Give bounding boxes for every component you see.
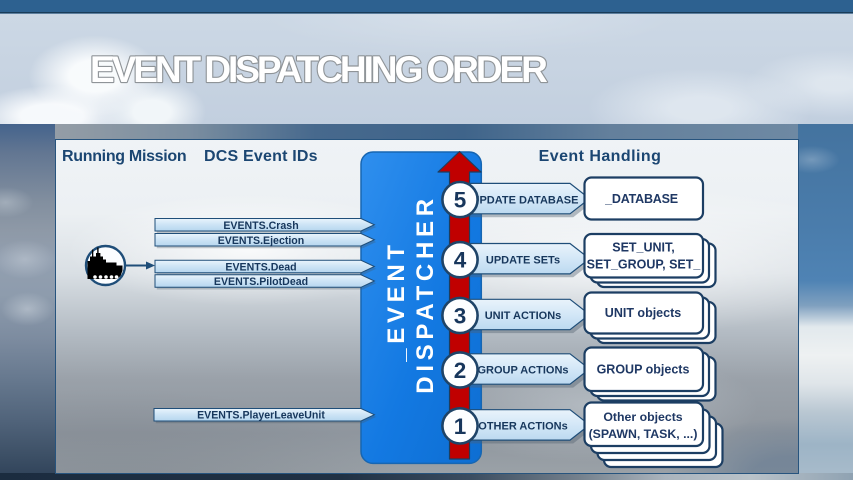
svg-text:2: 2 xyxy=(454,358,467,383)
svg-text:UPDATE DATABASE: UPDATE DATABASE xyxy=(472,194,579,206)
svg-text:Event Handling: Event Handling xyxy=(539,148,662,165)
svg-text:DISPATCHER: DISPATCHER xyxy=(412,194,439,393)
svg-text:3: 3 xyxy=(454,304,467,329)
svg-text:GROUP ACTIONs: GROUP ACTIONs xyxy=(477,365,568,377)
svg-text:UNIT objects: UNIT objects xyxy=(605,306,681,320)
svg-text:EVENTS.Ejection: EVENTS.Ejection xyxy=(218,235,305,247)
svg-text:4: 4 xyxy=(454,248,467,273)
svg-text:_DATABASE: _DATABASE xyxy=(604,192,678,206)
svg-text:SET_GROUP, SET_: SET_GROUP, SET_ xyxy=(587,258,702,272)
svg-text:UPDATE SETs: UPDATE SETs xyxy=(486,254,560,266)
svg-text:EVENT DISPATCHING ORDER: EVENT DISPATCHING ORDER xyxy=(90,49,547,90)
svg-text:EVENTS.Crash: EVENTS.Crash xyxy=(223,220,298,232)
svg-text:Running Mission: Running Mission xyxy=(62,148,186,165)
svg-text:_EVENT: _EVENT xyxy=(383,240,410,363)
svg-text:Other objects: Other objects xyxy=(603,410,682,424)
svg-text:EVENTS.Dead: EVENTS.Dead xyxy=(225,262,296,274)
svg-text:(SPAWN, TASK, ...): (SPAWN, TASK, ...) xyxy=(589,427,698,441)
svg-text:1: 1 xyxy=(454,414,467,439)
svg-text:OTHER ACTIONs: OTHER ACTIONs xyxy=(478,421,567,433)
svg-text:SET_UNIT,: SET_UNIT, xyxy=(612,241,675,255)
svg-text:GROUP objects: GROUP objects xyxy=(597,363,690,377)
svg-text:DCS Event IDs: DCS Event IDs xyxy=(204,148,318,165)
svg-text:UNIT ACTIONs: UNIT ACTIONs xyxy=(485,310,562,322)
svg-text:EVENTS.PlayerLeaveUnit: EVENTS.PlayerLeaveUnit xyxy=(197,410,325,422)
svg-text:EVENTS.PilotDead: EVENTS.PilotDead xyxy=(214,276,308,288)
svg-text:5: 5 xyxy=(454,188,467,213)
